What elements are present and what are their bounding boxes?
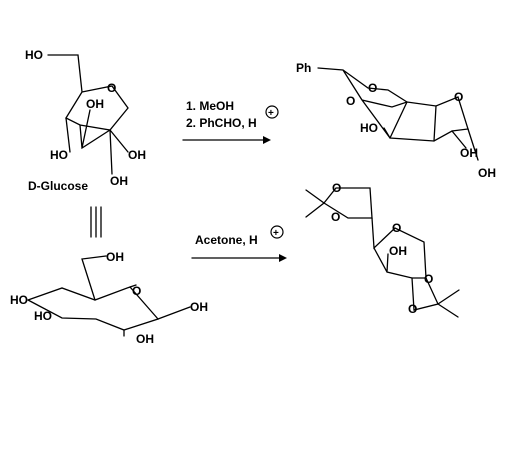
bottom-plus-charge-circle [270, 225, 284, 239]
lower-acetonide-ring-bonds [411, 277, 460, 318]
top-plus-charge-sign: + [268, 108, 274, 119]
glucose-name-label: D-Glucose [28, 179, 88, 193]
atom-label-acetonide-o-c2: O [408, 302, 417, 316]
atom-label-oh-c2: OH [136, 332, 154, 346]
atom-label-ring-o: O [132, 284, 141, 298]
atom-label-acetal-o6: O [368, 81, 377, 95]
furanose-ring-bonds [371, 217, 427, 279]
top-reaction-arrow: 1. MeOH 2. PhCHO, H + [182, 99, 279, 144]
top-arrow-head [263, 136, 271, 144]
upper-acetonide-ring-bonds [305, 187, 373, 219]
bottom-arrow-head [279, 254, 287, 262]
atom-label-ring-o: O [107, 81, 116, 95]
atom-label-oh-c1: OH [190, 300, 208, 314]
bottom-plus-charge-sign: + [273, 228, 279, 239]
atom-label-ph: Ph [296, 61, 311, 75]
atom-label-acetonide-o-bottom: O [331, 210, 340, 224]
bottom-reaction-arrow: Acetone, H + [191, 225, 287, 262]
d-glucose-structure: HO O OH HO OH OH D-Glucose [25, 48, 146, 193]
atom-label-ho-c4: HO [50, 148, 68, 162]
atom-label-ho-c3: HO [360, 121, 378, 135]
atom-label-ring-o: O [454, 90, 463, 104]
atom-label-acetonide-o-c1: O [424, 272, 433, 286]
atom-label-furanose-o: O [392, 221, 401, 235]
atom-label-oh-c2: OH [110, 174, 128, 188]
diacetone-glucose-structure: O O O OH O O [305, 181, 460, 318]
top-plus-charge-circle [265, 105, 279, 119]
atom-label-acetal-o4: O [346, 94, 355, 108]
chair-substituent-bonds [61, 255, 191, 337]
top-reagent-step-2: 2. PhCHO, H [186, 116, 257, 130]
bottom-reagent: Acetone, H [195, 233, 258, 247]
glucose-substituent-bonds [65, 109, 129, 175]
atom-label-acetonide-o-top: O [332, 181, 341, 195]
atom-label-ho-c4: HO [10, 293, 28, 307]
atom-label-oh-c1: OH [128, 148, 146, 162]
atom-label-oh-c1: OH [478, 166, 496, 180]
atom-label-ho-c3: HO [34, 309, 52, 323]
equivalence-symbol [90, 206, 102, 238]
benzylidene-ring-bonds [317, 67, 469, 142]
atom-label-oh-c3: OH [389, 244, 407, 258]
atom-label-oh-c2: OH [460, 146, 478, 160]
atom-label-oh-c3: OH [86, 97, 104, 111]
benzylidene-glucoside-structure: Ph O O O HO OH OH [296, 61, 496, 180]
glucose-chair-structure: OH HO HO OH OH O [10, 250, 208, 346]
top-reagent-step-1: 1. MeOH [186, 99, 234, 113]
glucose-ring-bonds [47, 54, 129, 131]
atom-label-oh-ch2: OH [106, 250, 124, 264]
benzylidene-substituent-bonds [389, 101, 479, 161]
atom-label-ho-ch2: HO [25, 48, 43, 62]
